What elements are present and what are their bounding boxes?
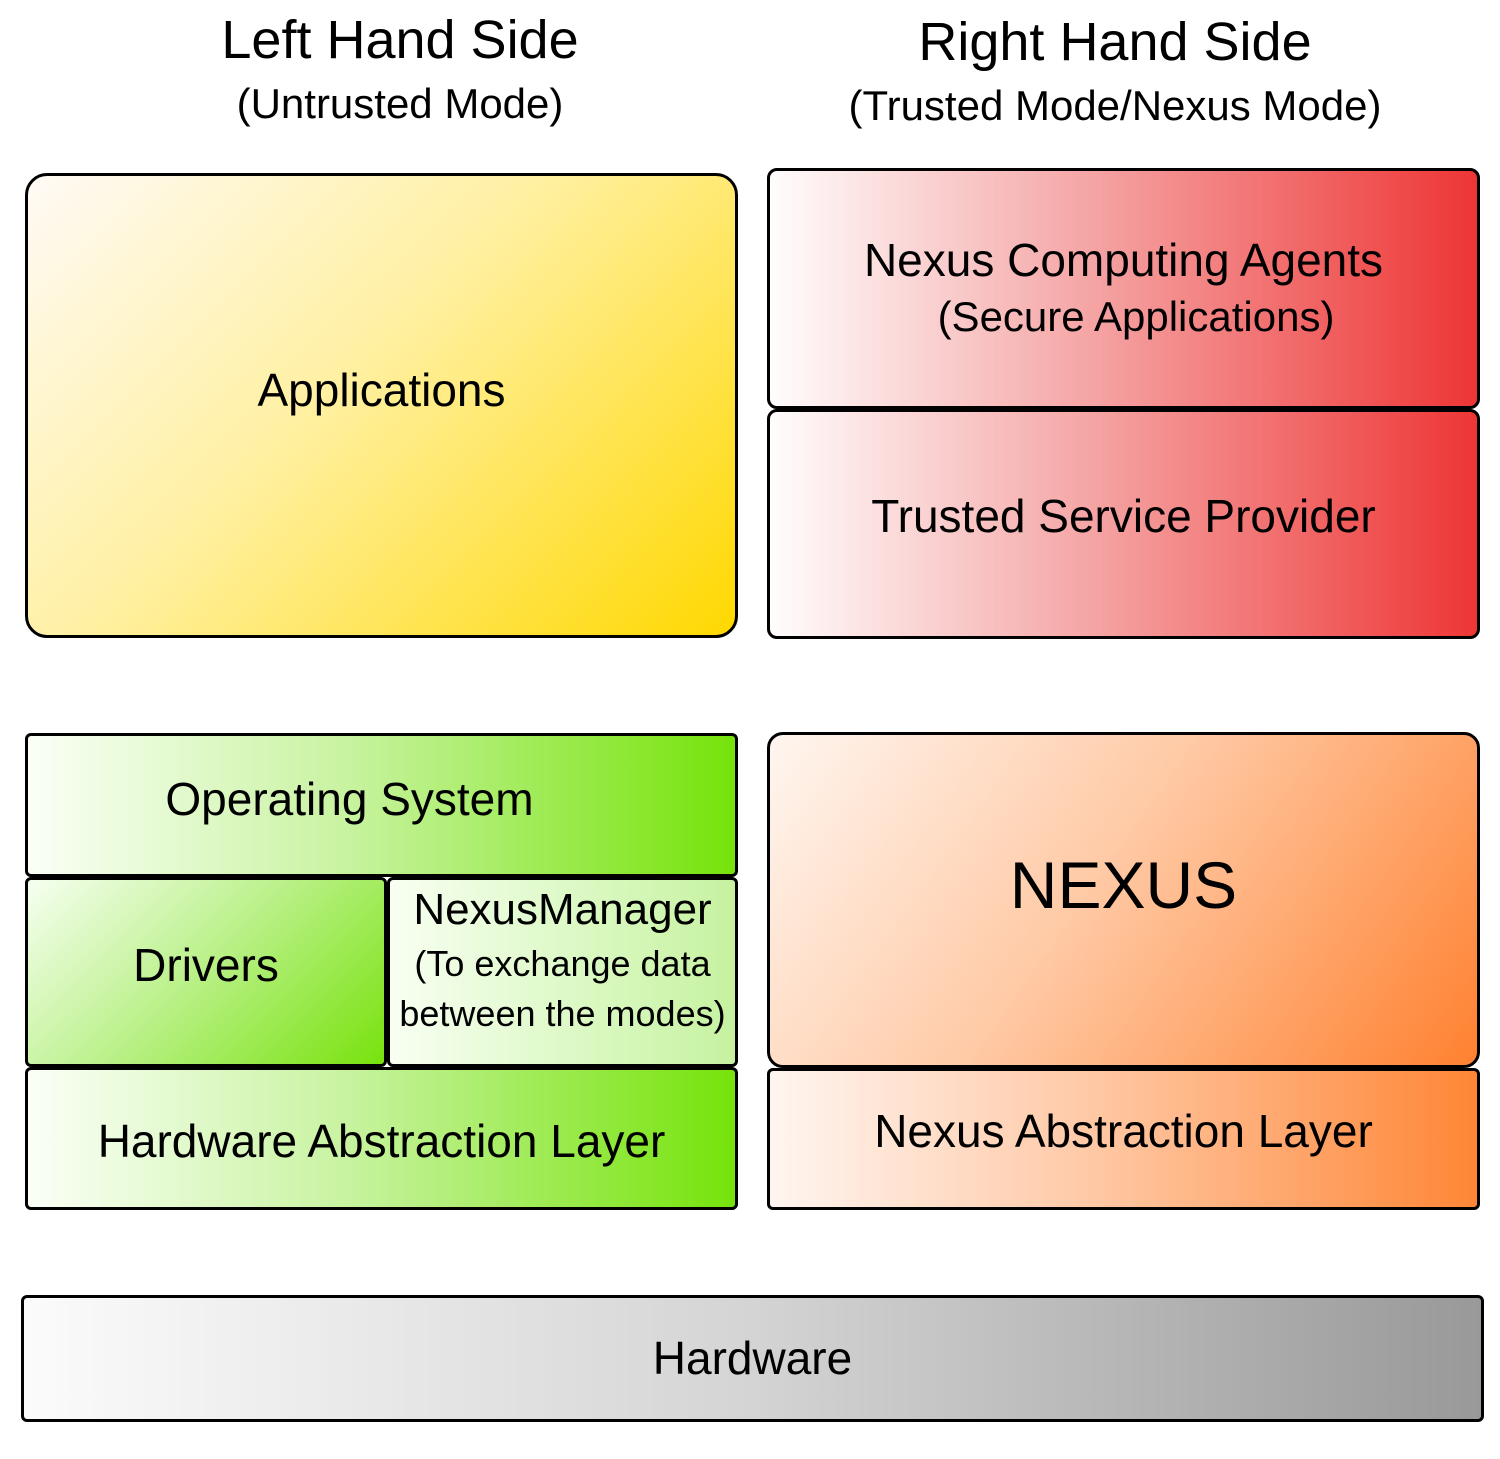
nexus-manager-note-line2: between the modes) bbox=[399, 993, 726, 1035]
trusted-service-provider-block: Trusted Service Provider bbox=[767, 409, 1480, 639]
nexus-computing-agents-block: Nexus Computing Agents (Secure Applicati… bbox=[767, 168, 1480, 409]
left-hand-side-heading: Left Hand Side (Untrusted Mode) bbox=[140, 8, 660, 129]
nexus-abstraction-layer-label: Nexus Abstraction Layer bbox=[874, 1105, 1373, 1158]
hardware-abstraction-layer-label: Hardware Abstraction Layer bbox=[97, 1114, 666, 1167]
nexus-abstraction-layer-block: Nexus Abstraction Layer bbox=[767, 1068, 1480, 1210]
nexus-manager-label: NexusManager bbox=[413, 885, 712, 934]
left-hand-side-title: Left Hand Side bbox=[221, 10, 579, 70]
nexus-computing-agents-label: Nexus Computing Agents bbox=[863, 234, 1384, 287]
trusted-service-provider-label: Trusted Service Provider bbox=[871, 490, 1376, 543]
operating-system-block: Operating System bbox=[25, 733, 738, 877]
secure-applications-label: (Secure Applications) bbox=[937, 292, 1335, 340]
operating-system-label: Operating System bbox=[165, 773, 534, 826]
right-hand-side-subtitle: (Trusted Mode/Nexus Mode) bbox=[848, 81, 1382, 129]
drivers-block: Drivers bbox=[25, 877, 387, 1067]
left-hand-side-subtitle: (Untrusted Mode) bbox=[236, 79, 564, 127]
hardware-block: Hardware bbox=[21, 1295, 1484, 1422]
nexus-label: NEXUS bbox=[1009, 847, 1238, 922]
hardware-label: Hardware bbox=[652, 1331, 853, 1384]
applications-block: Applications bbox=[25, 173, 738, 638]
hardware-abstraction-layer-block: Hardware Abstraction Layer bbox=[25, 1067, 738, 1210]
nexus-block: NEXUS bbox=[767, 732, 1480, 1068]
drivers-label: Drivers bbox=[133, 939, 279, 992]
right-hand-side-heading: Right Hand Side (Trusted Mode/Nexus Mode… bbox=[800, 10, 1430, 131]
nexus-manager-note-line1: (To exchange data bbox=[414, 943, 711, 984]
nexus-manager-block: NexusManager (To exchange data between t… bbox=[387, 877, 738, 1067]
right-hand-side-title: Right Hand Side bbox=[918, 12, 1312, 72]
applications-label: Applications bbox=[257, 363, 506, 416]
